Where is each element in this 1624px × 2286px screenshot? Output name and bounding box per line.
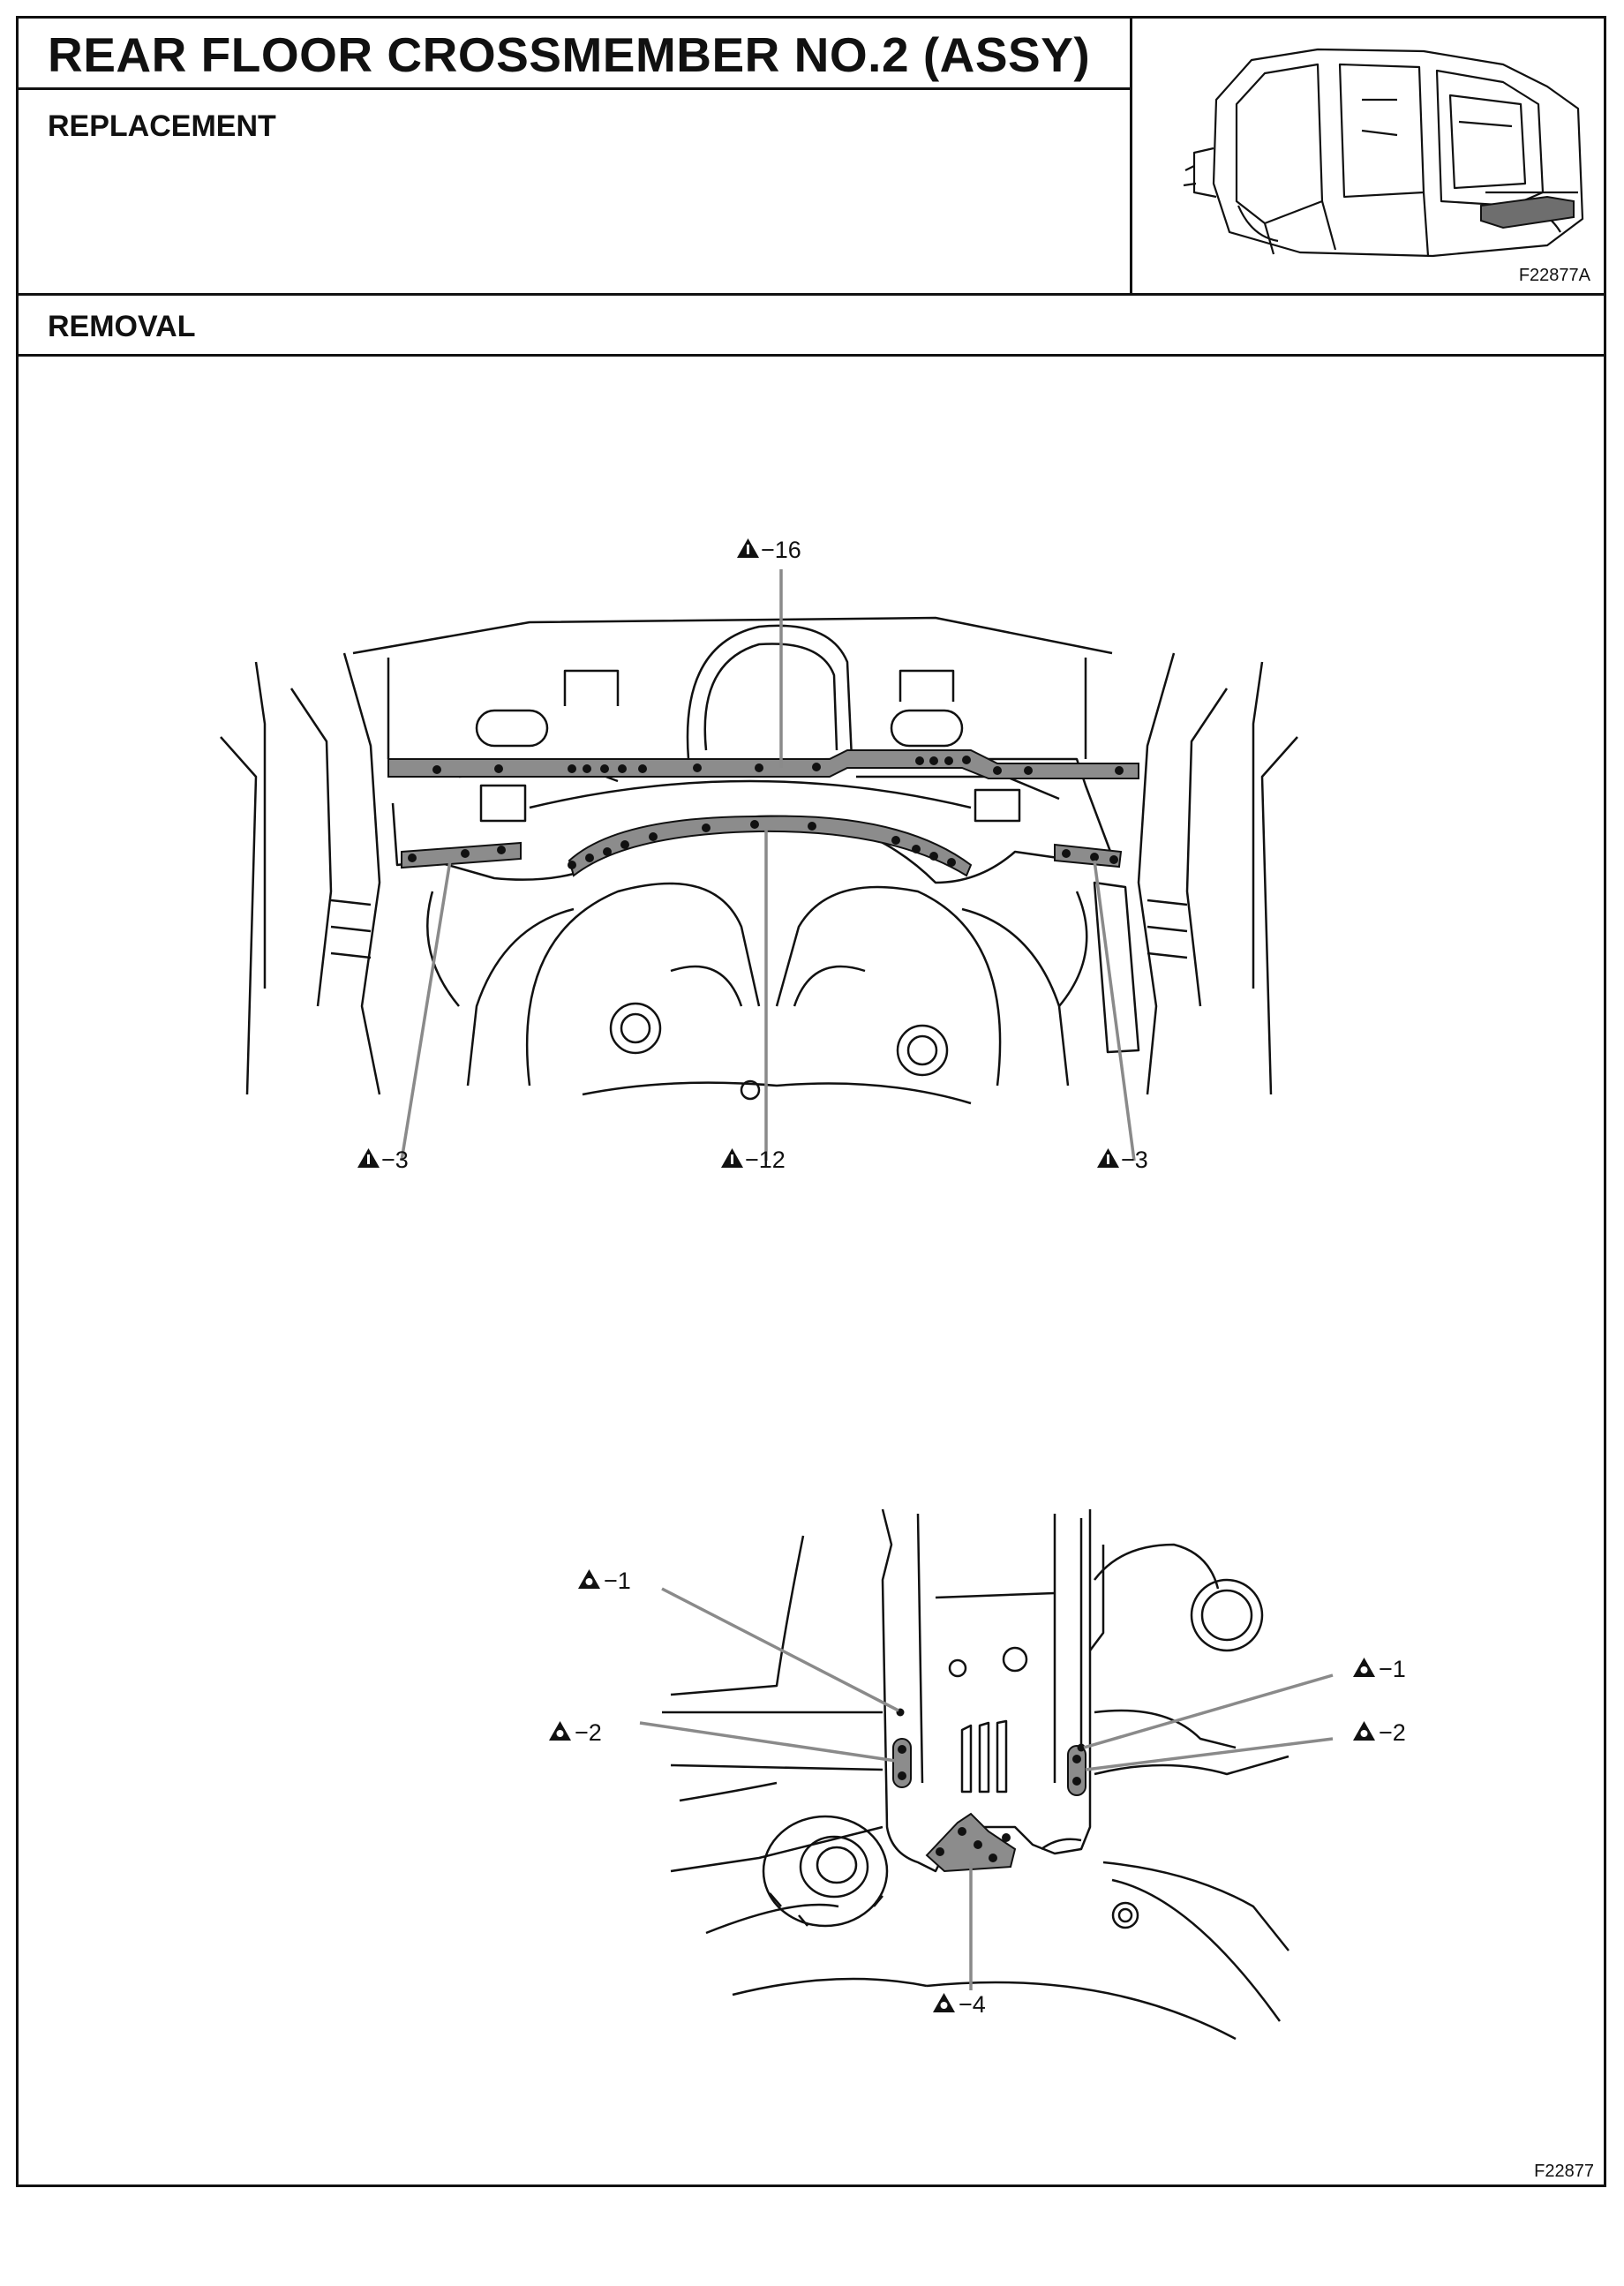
overview-figure-code: F22877A — [1518, 266, 1590, 285]
weld-point-icon — [578, 1569, 600, 1589]
page-frame — [16, 16, 1606, 2187]
page-title: REAR FLOOR CROSSMEMBER NO.2 (ASSY) — [48, 27, 1091, 82]
spot-weld-warning-icon — [357, 1148, 380, 1168]
upper-callout-3-right: −3 — [1121, 1147, 1148, 1173]
weld-point-icon — [933, 1993, 955, 2012]
right-flange-welds — [1062, 849, 1118, 864]
header-subtitle-cell: REPLACEMENT — [16, 90, 1132, 293]
spot-weld-warning-icon — [737, 538, 759, 558]
spot-weld-warning-icon — [721, 1148, 743, 1168]
weld-point-icon — [1353, 1721, 1375, 1741]
page-subtitle: REPLACEMENT — [48, 109, 276, 143]
center-flange-welds — [568, 820, 956, 869]
lower-callout-4: −4 — [959, 1991, 986, 2018]
lower-callout-2-right: −2 — [1379, 1719, 1406, 1746]
lower-side-member-diagram: −1 −1 −2 −2 −4 — [549, 1508, 1406, 2041]
section-title: REMOVAL — [48, 310, 196, 343]
lower-callout-1-right: −1 — [1379, 1656, 1406, 1682]
weld-point-icon — [549, 1721, 571, 1741]
figure-code: F22877 — [1534, 2162, 1594, 2181]
lower-callout-1-left: −1 — [604, 1568, 631, 1594]
header-title-cell: REAR FLOOR CROSSMEMBER NO.2 (ASSY) — [16, 16, 1132, 90]
section-header: REMOVAL — [16, 293, 1606, 357]
left-flange-welds — [408, 846, 506, 862]
weld-point-icon — [1353, 1658, 1375, 1677]
spot-weld-warning-icon — [1097, 1148, 1119, 1168]
lower-callout-2-left: −2 — [575, 1719, 602, 1746]
upper-flange-welds — [432, 756, 1124, 775]
upper-callout-3-left: −3 — [381, 1147, 409, 1173]
upper-callout-16: −16 — [761, 537, 801, 563]
upper-crossmember-diagram: −16 −3 −12 −3 — [220, 537, 1298, 1173]
vehicle-body-drawing — [1183, 48, 1584, 258]
vehicle-overview-illustration: F22877A — [1132, 16, 1606, 293]
upper-callout-12: −12 — [745, 1147, 786, 1173]
